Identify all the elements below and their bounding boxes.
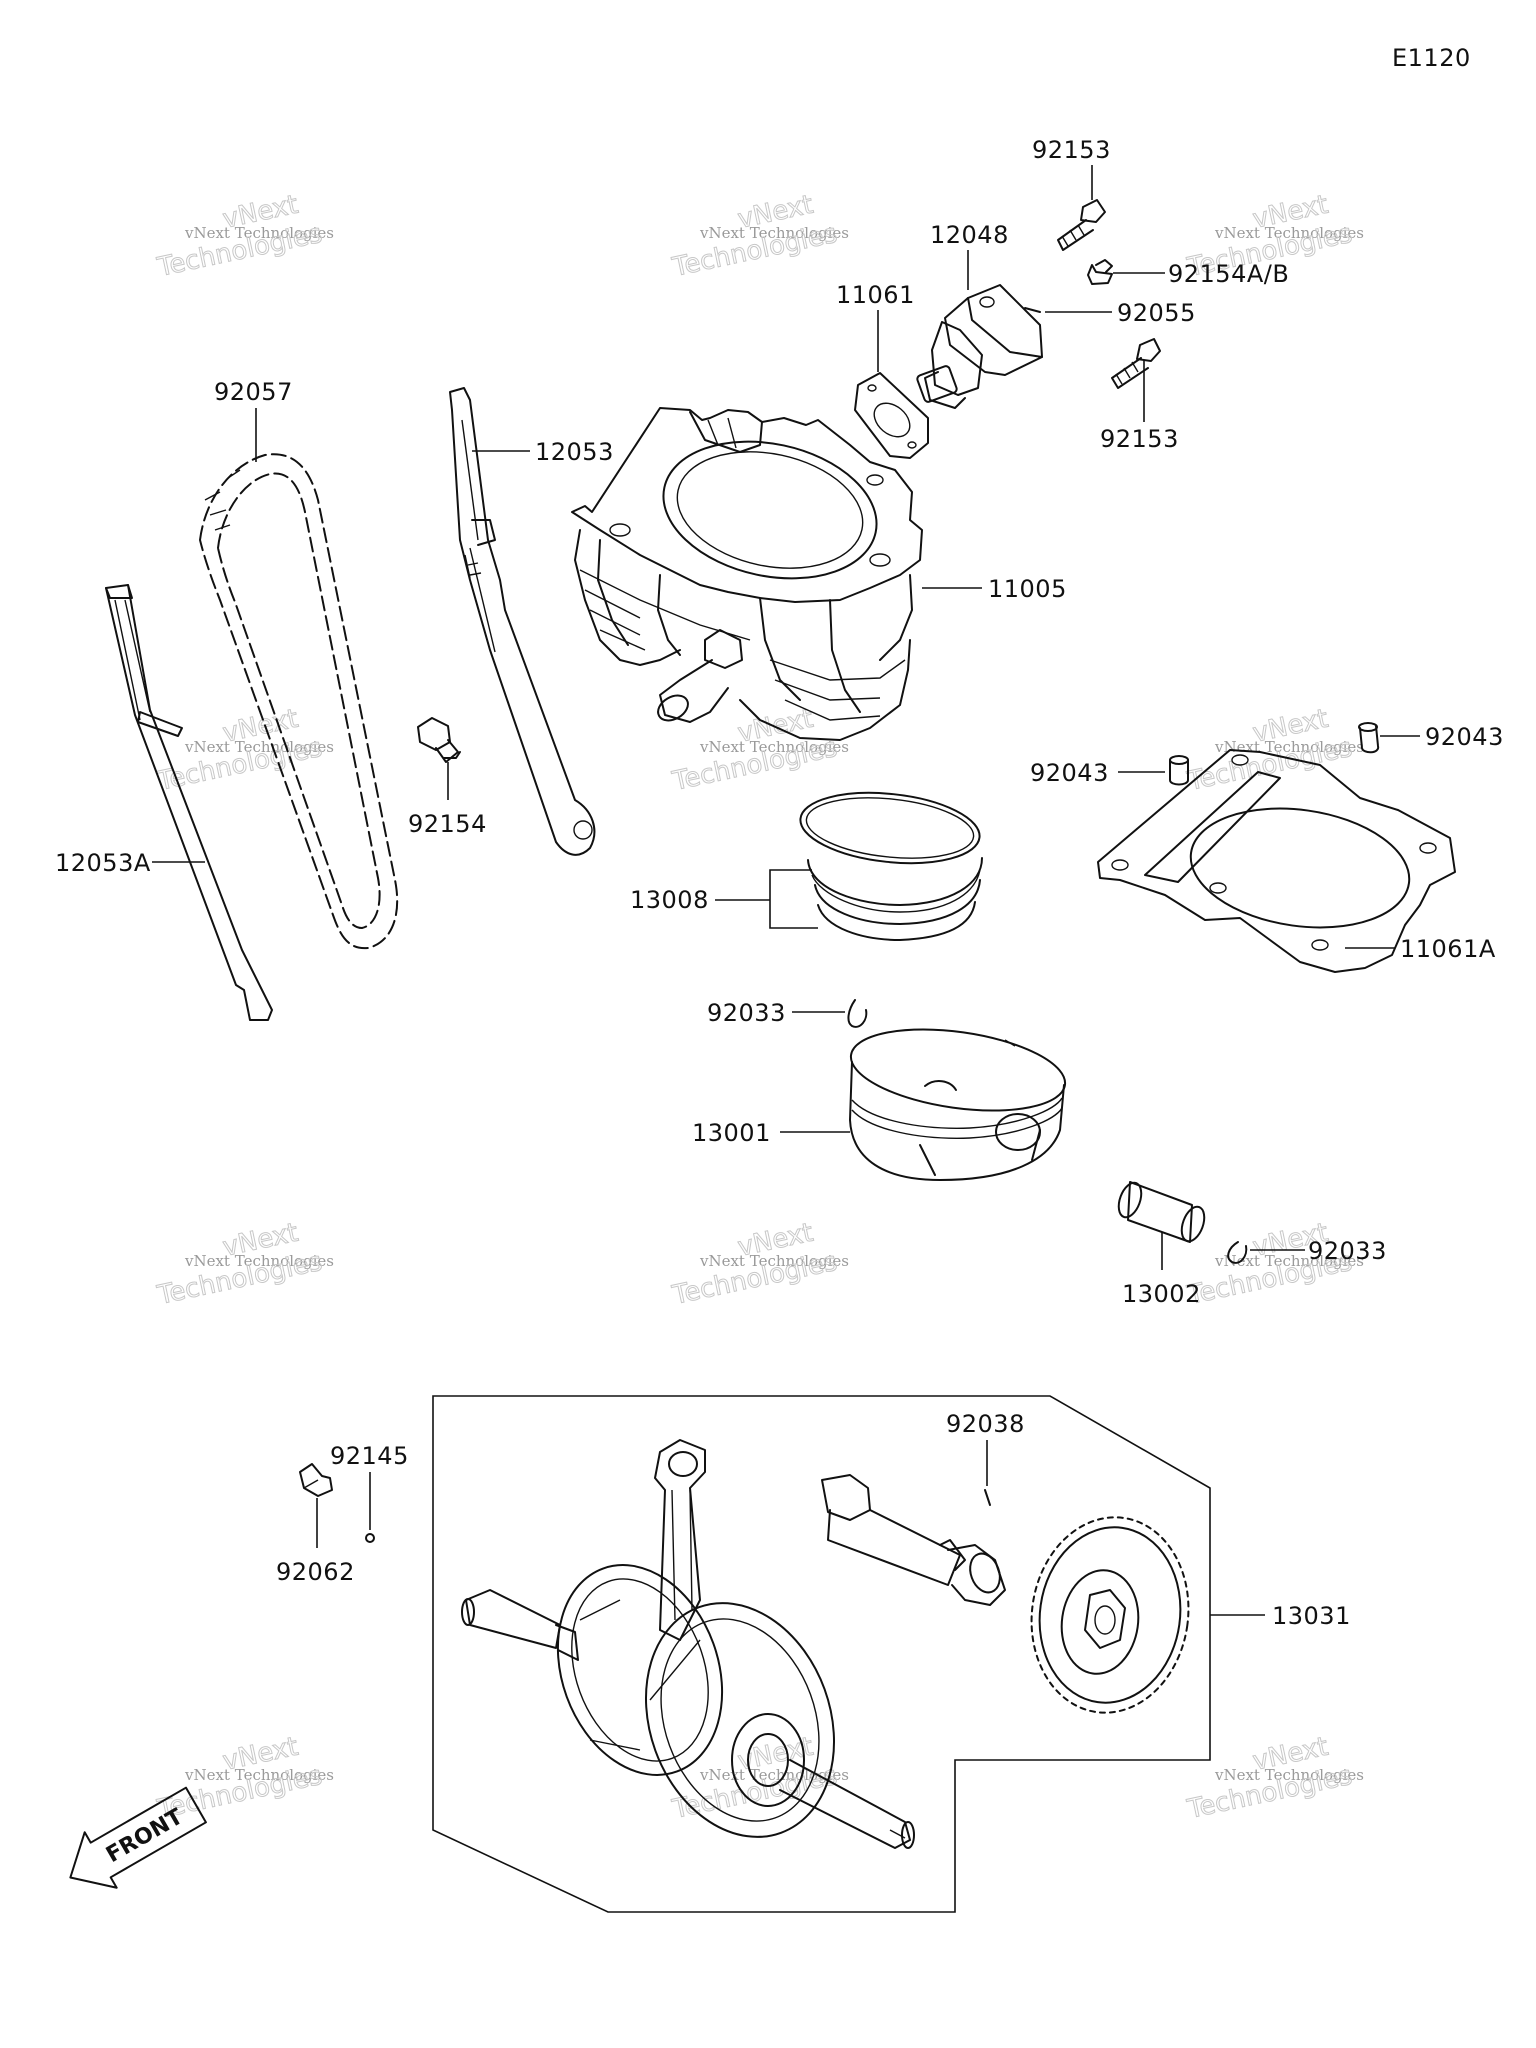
callout-92153-bot[interactable]: 92153 <box>1100 425 1179 453</box>
watermark: vNext vNext Technologies Technologies <box>669 703 849 797</box>
crankshaft[interactable] <box>461 1439 915 1864</box>
dowel-pin-92043-left[interactable] <box>1169 755 1189 786</box>
svg-text:vNext Technologies: vNext Technologies <box>699 738 849 756</box>
callout-92062[interactable]: 92062 <box>276 1558 355 1586</box>
callout-92055[interactable]: 92055 <box>1117 299 1196 327</box>
svg-text:vNext Technologies: vNext Technologies <box>184 738 334 756</box>
washer-92055[interactable] <box>1024 307 1041 313</box>
callout-92033-top[interactable]: 92033 <box>707 999 786 1027</box>
callout-92154ab[interactable]: 92154A/B <box>1168 260 1289 288</box>
bolt-92153-bottom[interactable] <box>1111 338 1161 389</box>
callout-92154[interactable]: 92154 <box>408 810 487 838</box>
callout-13001[interactable]: 13001 <box>692 1119 771 1147</box>
balancer-shaft[interactable] <box>821 1474 1006 1606</box>
crankshaft-assy-frame <box>432 1395 1211 1913</box>
watermark: vNext vNext Technologies Technologies <box>154 703 334 797</box>
svg-text:vNext Technologies: vNext Technologies <box>184 224 334 242</box>
callout-92043-left[interactable]: 92043 <box>1030 759 1109 787</box>
callout-92057[interactable]: 92057 <box>214 378 293 406</box>
cylinder-11005[interactable] <box>571 407 923 741</box>
svg-text:vNext Technologies: vNext Technologies <box>1214 1252 1364 1270</box>
circlip-92033-top[interactable] <box>847 999 868 1028</box>
tensioner-12048[interactable] <box>916 284 1043 409</box>
callout-13008[interactable]: 13008 <box>630 886 709 914</box>
bolt-92154[interactable] <box>417 717 461 763</box>
callout-92145[interactable]: 92145 <box>330 1442 409 1470</box>
callout-92153-top[interactable]: 92153 <box>1032 136 1111 164</box>
svg-text:vNext Technologies: vNext Technologies <box>699 1252 849 1270</box>
svg-text:vNext Technologies: vNext Technologies <box>184 1766 334 1784</box>
callout-92043-right[interactable]: 92043 <box>1425 723 1504 751</box>
circlip-92033-bottom[interactable] <box>1227 1241 1248 1264</box>
cam-chain-92057[interactable] <box>199 453 399 950</box>
piston-rings-13008[interactable] <box>797 785 983 941</box>
fitting-92062[interactable] <box>299 1463 333 1497</box>
key-92038[interactable] <box>984 1489 991 1506</box>
svg-text:vNext Technologies: vNext Technologies <box>699 224 849 242</box>
watermark: vNext vNext Technologies Technologies <box>154 1217 334 1311</box>
callout-12053a[interactable]: 12053A <box>55 849 151 877</box>
callout-11005[interactable]: 11005 <box>988 575 1067 603</box>
callout-92033-bot[interactable]: 92033 <box>1308 1237 1387 1265</box>
clip-92154ab[interactable] <box>1087 259 1113 285</box>
watermark: vNext vNext Technologies Technologies <box>669 189 849 283</box>
diagram-code: E1120 <box>1392 44 1471 72</box>
chain-guide-12053a[interactable] <box>105 584 273 1021</box>
callout-13002[interactable]: 13002 <box>1122 1280 1201 1308</box>
piston-13001[interactable] <box>846 1017 1070 1181</box>
svg-text:vNext Technologies: vNext Technologies <box>1214 224 1364 242</box>
callout-12053[interactable]: 12053 <box>535 438 614 466</box>
callout-92038[interactable]: 92038 <box>946 1410 1025 1438</box>
callout-11061a[interactable]: 11061A <box>1400 935 1496 963</box>
svg-text:vNext Technologies: vNext Technologies <box>184 1252 334 1270</box>
callout-11061[interactable]: 11061 <box>836 281 915 309</box>
dowel-pin-92043-right[interactable] <box>1358 722 1380 754</box>
chain-guide-12053[interactable] <box>449 387 596 856</box>
watermark: vNext vNext Technologies Technologies <box>154 1731 334 1825</box>
leader-13008 <box>715 869 818 929</box>
bolt-92153-top[interactable] <box>1057 199 1106 251</box>
watermark: vNext vNext Technologies Technologies <box>669 1217 849 1311</box>
watermark: vNext vNext Technologies Technologies <box>154 189 334 283</box>
oring-92145[interactable] <box>365 1533 375 1543</box>
callout-13031[interactable]: 13031 <box>1272 1602 1351 1630</box>
balancer-gear[interactable] <box>1019 1507 1201 1723</box>
watermark: vNext vNext Technologies Technologies <box>1184 1731 1364 1825</box>
front-arrow-icon <box>69 1786 207 1889</box>
base-gasket-11061a[interactable] <box>1097 749 1456 973</box>
svg-text:vNext Technologies: vNext Technologies <box>1214 1766 1364 1784</box>
gasket-11061[interactable] <box>854 372 929 459</box>
piston-pin-13002[interactable] <box>1114 1180 1208 1245</box>
callout-12048[interactable]: 12048 <box>930 221 1009 249</box>
